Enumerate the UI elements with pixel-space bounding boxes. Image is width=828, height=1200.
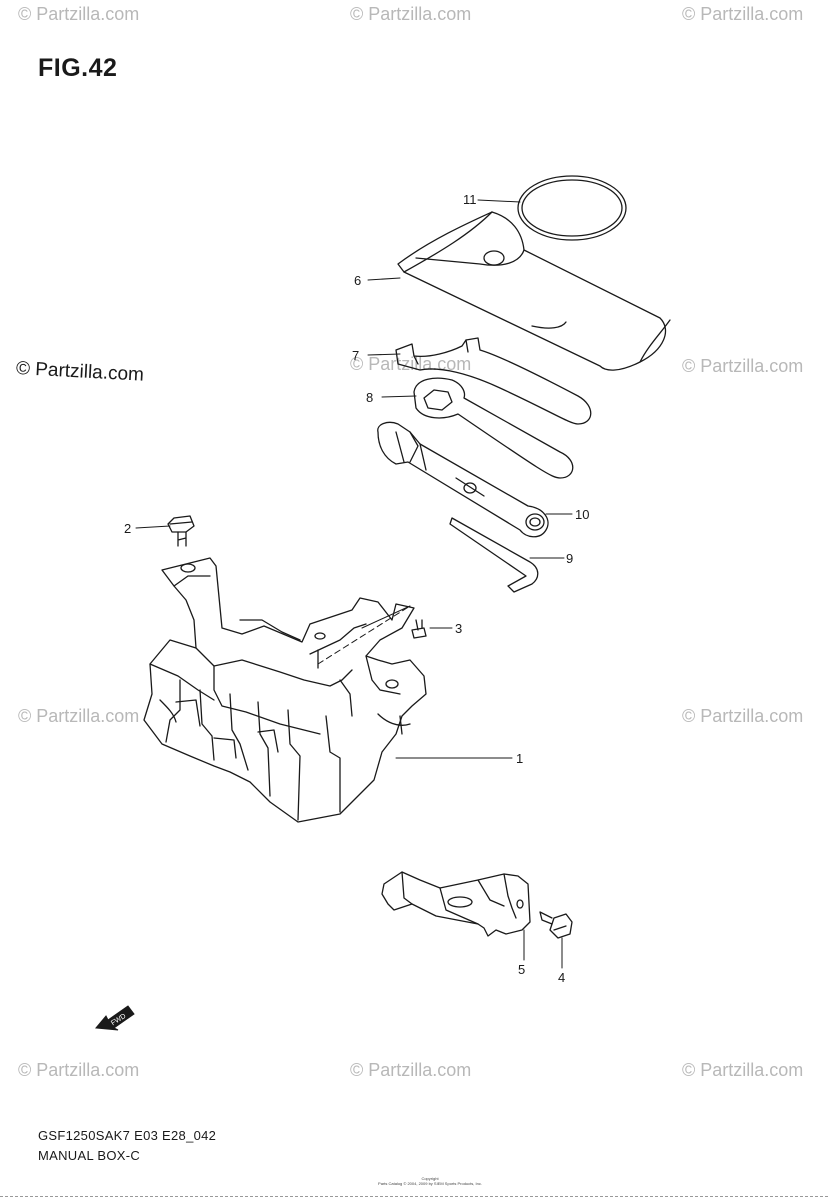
watermark-top-left: © Partzilla.com bbox=[18, 4, 140, 24]
watermark-top-right: © Partzilla.com bbox=[682, 4, 804, 24]
watermark-bottom-center: © Partzilla.com bbox=[350, 1060, 472, 1080]
watermark-top-center: © Partzilla.com bbox=[350, 4, 472, 24]
watermark-mid-right: © Partzilla.com bbox=[682, 356, 804, 376]
callout-10: 10 bbox=[575, 507, 590, 522]
part-bolt-4 bbox=[539, 911, 573, 939]
part-tool-bag bbox=[397, 211, 671, 371]
part-socket-wrench bbox=[377, 421, 549, 538]
footer-divider bbox=[0, 1196, 828, 1197]
watermark-lower-left: © Partzilla.com bbox=[18, 706, 140, 726]
fwd-direction-marker: FWD bbox=[95, 1005, 135, 1031]
callout-1: 1 bbox=[516, 751, 524, 766]
callout-8: 8 bbox=[366, 390, 374, 405]
part-hex-key bbox=[449, 517, 539, 593]
part-bracket bbox=[381, 871, 531, 937]
callout-3: 3 bbox=[455, 621, 463, 636]
part-bolt-2 bbox=[167, 515, 195, 547]
part-box-wrench bbox=[413, 377, 574, 479]
copyright-notice: Copyright Parts Catalog © 2004, 2009 by … bbox=[330, 1176, 530, 1186]
copyright-line2: Parts Catalog © 2004, 2009 by SIEM Sport… bbox=[378, 1181, 482, 1186]
part-o-ring bbox=[517, 175, 627, 241]
part-manual-box bbox=[143, 557, 427, 823]
callout-5: 5 bbox=[518, 962, 526, 977]
callout-7: 7 bbox=[352, 348, 360, 363]
figure-name: MANUAL BOX-C bbox=[38, 1148, 141, 1163]
callout-4: 4 bbox=[558, 970, 566, 985]
watermark-bottom-right: © Partzilla.com bbox=[682, 1060, 804, 1080]
figure-title: FIG.42 bbox=[38, 54, 118, 82]
figure-code: GSF1250SAK7 E03 E28_042 bbox=[38, 1128, 217, 1143]
watermark-bottom-left: © Partzilla.com bbox=[18, 1060, 140, 1080]
part-spanner-wrench bbox=[395, 337, 592, 425]
part-screw-3 bbox=[411, 619, 427, 639]
callout-9: 9 bbox=[566, 551, 574, 566]
copyright-line1: Copyright bbox=[421, 1176, 439, 1181]
callout-11: 11 bbox=[463, 192, 477, 207]
callout-6: 6 bbox=[354, 273, 362, 288]
watermark-lower-right: © Partzilla.com bbox=[682, 706, 804, 726]
callout-2: 2 bbox=[124, 521, 132, 536]
